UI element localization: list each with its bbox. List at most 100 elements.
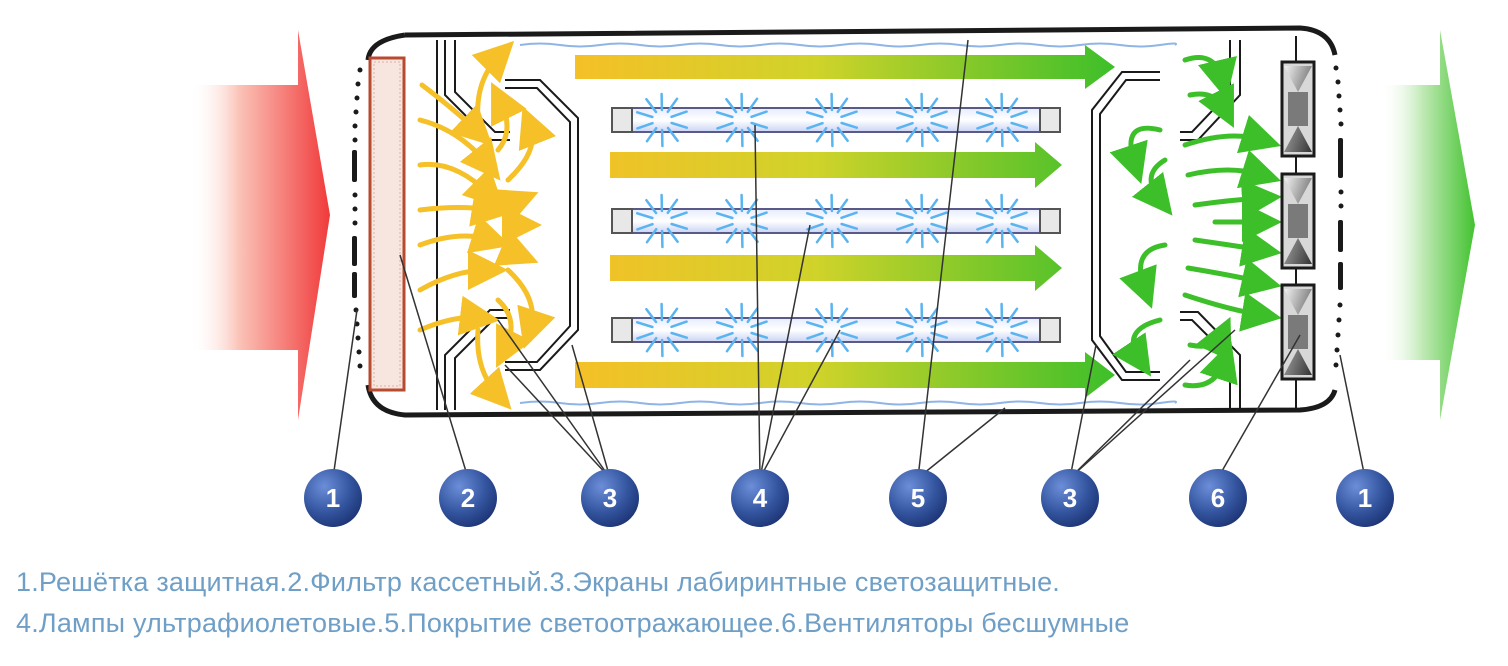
- uv-ray: [815, 227, 828, 244]
- badge-2: 2: [439, 469, 497, 527]
- uv-ray: [930, 222, 949, 230]
- uv-ray: [905, 307, 918, 324]
- uv-ray: [1010, 222, 1029, 230]
- uv-ray: [815, 198, 828, 215]
- uv-ray: [985, 198, 998, 215]
- uv-ray: [836, 227, 849, 244]
- uv-ray: [975, 212, 994, 220]
- uv-ray: [1006, 227, 1019, 244]
- uv-ray: [645, 336, 658, 353]
- recirculator-diagram: 1 2 3 4 5 3 6 1: [190, 25, 1475, 527]
- uv-ray: [840, 110, 858, 119]
- badge-label: 5: [911, 483, 925, 513]
- uv-ray: [1010, 331, 1029, 339]
- uv-ray: [975, 111, 994, 119]
- uv-ray: [725, 97, 738, 114]
- uv-ray: [715, 111, 734, 119]
- uv-ray: [905, 227, 918, 244]
- uv-ray: [930, 110, 948, 119]
- uv-ray: [896, 331, 914, 340]
- uv-ray: [715, 321, 734, 329]
- uv-ray: [645, 198, 658, 215]
- uv-ray: [895, 212, 914, 220]
- uv-ray: [1006, 336, 1019, 353]
- caption-line-1: 1.Решётка защитная.2.Фильтр кассетный.3.…: [16, 567, 1061, 597]
- uv-ray: [636, 121, 654, 130]
- uv-ray: [725, 336, 738, 353]
- uv-ray: [750, 110, 768, 119]
- reflective-coating-bottom: [519, 400, 1177, 406]
- badge-5: 5: [889, 469, 947, 527]
- uv-ray: [645, 97, 658, 114]
- uv-ray: [725, 227, 738, 244]
- uv-ray: [836, 307, 849, 324]
- uv-ray: [836, 126, 849, 143]
- uv-ray: [746, 126, 759, 143]
- uv-ray: [895, 321, 914, 329]
- uv-ray: [926, 198, 939, 215]
- uv-ray: [670, 331, 689, 339]
- uv-ray: [836, 198, 849, 215]
- uv-ray: [750, 331, 769, 339]
- fan-icon: [1280, 283, 1316, 381]
- caption-line-2: 4.Лампы ультрафиолетовые.5.Покрытие свет…: [16, 608, 1130, 638]
- uv-ray: [815, 307, 828, 324]
- uv-ray: [805, 111, 824, 119]
- uv-ray: [985, 227, 998, 244]
- uv-ray: [1010, 320, 1028, 329]
- uv-ray: [746, 307, 759, 324]
- uv-ray: [670, 121, 689, 129]
- uv-ray: [1010, 110, 1028, 119]
- uv-ray: [746, 336, 759, 353]
- badge-6: 6: [1189, 469, 1247, 527]
- outlet-flow-arrows: [1109, 55, 1282, 389]
- uv-ray: [926, 307, 939, 324]
- uv-ray: [836, 97, 849, 114]
- badge-3-right: 3: [1041, 469, 1099, 527]
- badge-3-left: 3: [581, 469, 639, 527]
- uv-ray: [716, 222, 734, 231]
- uv-ray: [750, 320, 768, 329]
- uv-ray: [985, 97, 998, 114]
- uv-ray: [725, 198, 738, 215]
- uv-ray: [930, 211, 948, 220]
- uv-ray: [926, 97, 939, 114]
- uv-ray: [806, 121, 824, 130]
- uv-ray: [840, 211, 858, 220]
- uv-ray: [806, 331, 824, 340]
- fan-icon: [1280, 172, 1316, 270]
- uv-ray: [805, 321, 824, 329]
- reflective-coating: [519, 42, 1177, 48]
- grille-icon: [352, 67, 363, 369]
- uv-ray: [896, 222, 914, 231]
- uv-ray: [725, 126, 738, 143]
- badge-label: 4: [753, 483, 768, 513]
- uv-ray: [905, 97, 918, 114]
- uv-ray: [636, 331, 654, 340]
- uv-ray: [666, 126, 679, 143]
- uv-ray: [1006, 307, 1019, 324]
- uv-ray: [905, 336, 918, 353]
- uv-ray: [975, 321, 994, 329]
- uv-ray: [1006, 97, 1019, 114]
- uv-ray: [636, 222, 654, 231]
- uv-ray: [840, 222, 859, 230]
- uv-ray: [905, 198, 918, 215]
- uv-ray: [976, 121, 994, 130]
- uv-ray: [715, 212, 734, 220]
- uv-ray: [645, 307, 658, 324]
- uv-ray: [670, 110, 688, 119]
- uv-ray: [750, 211, 768, 220]
- uv-ray: [746, 97, 759, 114]
- uv-ray: [635, 321, 654, 329]
- fan-icon: [1280, 60, 1316, 158]
- outlet-arrow-icon: [1380, 30, 1475, 420]
- badge-label: 6: [1211, 483, 1225, 513]
- uv-lamp-icon: [611, 208, 1061, 234]
- air-flow-bands: [575, 45, 1115, 398]
- uv-ray: [635, 111, 654, 119]
- badge-label: 3: [603, 483, 617, 513]
- badge-1-left: 1: [304, 469, 362, 527]
- uv-ray: [840, 331, 859, 339]
- uv-ray: [905, 126, 918, 143]
